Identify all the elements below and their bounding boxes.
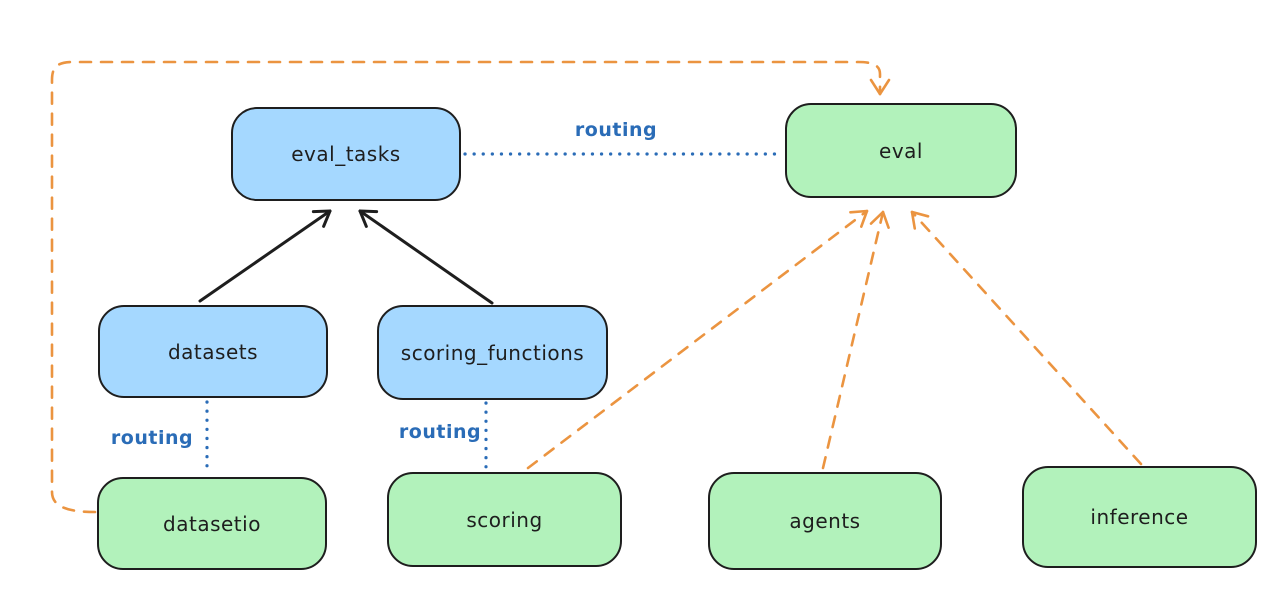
node-datasetio-label: datasetio (163, 511, 261, 536)
edge-label-routing-eval_tasks-eval: routing (574, 119, 658, 141)
node-eval_tasks-label: eval_tasks (291, 142, 401, 166)
node-scoring_functions-label: scoring_functions (400, 340, 585, 365)
node-eval_tasks: eval_tasks (231, 107, 461, 201)
edge-inference-eval (910, 210, 1143, 466)
node-scoring-label: scoring (466, 507, 543, 532)
node-datasets: datasets (98, 305, 328, 398)
edge-scoring_functions-eval_tasks (358, 209, 494, 305)
node-datasets-label: datasets (167, 339, 259, 364)
node-scoring: scoring (387, 472, 622, 567)
node-inference: inference (1022, 466, 1257, 568)
node-datasetio: datasetio (97, 477, 327, 570)
edge-datasets-eval_tasks (198, 209, 332, 303)
node-eval: eval (785, 103, 1017, 198)
node-agents: agents (708, 472, 942, 570)
edge-scoring-eval (526, 209, 869, 470)
node-eval-label: eval (879, 138, 923, 163)
node-agents-label: agents (789, 509, 861, 533)
edge-datasetio-eval (50, 60, 891, 514)
node-inference-label: inference (1090, 505, 1189, 529)
edge-agents-eval (821, 210, 890, 470)
edge-label-routing-datasets-datasetio: routing (110, 427, 194, 449)
edge-label-routing-scoring_functions-scoring: routing (398, 421, 482, 443)
node-scoring_functions: scoring_functions (377, 305, 608, 400)
